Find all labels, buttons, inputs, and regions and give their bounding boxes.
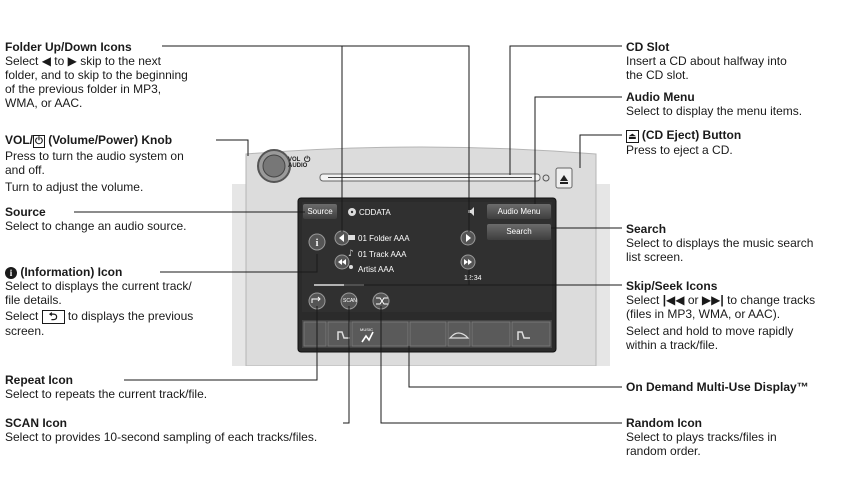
callout-info-title-row: i (Information) Icon <box>5 265 245 279</box>
folder-icon <box>348 235 355 240</box>
callout-cd-slot-line1: Insert a CD about halfway into <box>626 54 787 68</box>
back-arrow-icon: ⮌ <box>41 310 65 324</box>
note-icon: ♪ <box>348 249 354 259</box>
left-triangle-icon: ◀ <box>41 54 51 68</box>
artist-name: Artist AAA <box>358 265 395 274</box>
callout-skip-line1a: Select <box>626 293 660 307</box>
head-unit-illustration: i ♪ <box>232 144 610 367</box>
callout-info-line4: screen. <box>5 324 45 338</box>
callout-vol-title: VOL/⏻ (Volume/Power) Knob <box>5 133 245 149</box>
callout-info-title: (Information) Icon <box>17 265 123 279</box>
callout-source-title: Source <box>5 205 46 219</box>
callout-folder-title: Folder Up/Down Icons <box>5 40 132 54</box>
callout-info-line3a: Select <box>5 309 39 323</box>
head-unit-svg: i ♪ <box>232 146 610 367</box>
eject-icon: ⏏ <box>626 130 639 143</box>
callout-cd-slot-line2: the CD slot. <box>626 68 689 82</box>
audio-menu-button[interactable]: Audio Menu <box>487 204 551 219</box>
track-name: 01 Track AAA <box>358 250 407 259</box>
callout-skip-title: Skip/Seek Icons <box>626 279 718 293</box>
callout-skip-line1b: or <box>687 293 699 307</box>
callout-random-line1: Select to plays tracks/files in <box>626 430 777 444</box>
scan-label: SCAN <box>343 298 357 304</box>
callout-search-line2: list screen. <box>626 250 684 264</box>
soft-button-row <box>303 321 551 347</box>
svg-text:i: i <box>316 238 319 249</box>
callout-audio-menu-title: Audio Menu <box>626 90 695 104</box>
callout-audio-menu: Audio Menu Select to display the menu it… <box>626 90 856 118</box>
search-button[interactable]: Search <box>487 224 551 240</box>
callout-scan-line1: Select to provides 10-second sampling of… <box>5 430 318 444</box>
callout-search-title: Search <box>626 222 667 236</box>
callout-repeat: Repeat Icon Select to repeats the curren… <box>5 373 305 401</box>
elapsed-time: 12:34 <box>464 275 482 282</box>
callout-source-line1: Select to change an audio source. <box>5 219 187 233</box>
callout-random-line2: random order. <box>626 444 701 458</box>
callout-folder-line2: folder, and to skip to the beginning <box>5 68 188 82</box>
callout-cd-slot-title: CD Slot <box>626 40 670 54</box>
right-side-panel <box>596 184 610 366</box>
callout-folder-line1a: Select <box>5 54 39 68</box>
callout-skip-line1: Select |◀◀ or ▶▶| to change tracks <box>626 293 856 307</box>
callout-repeat-title: Repeat Icon <box>5 373 74 387</box>
callout-repeat-line1: Select to repeats the current track/file… <box>5 387 208 401</box>
callout-vol-line3: Turn to adjust the volume. <box>5 180 144 194</box>
callout-scan-title: SCAN Icon <box>5 416 68 430</box>
header-title: CDDATA <box>359 208 391 217</box>
skip-forward-glyph-icon: ▶▶| <box>701 293 724 307</box>
callout-skip-line4: within a track/file. <box>626 338 719 352</box>
skip-back-glyph-icon: |◀◀ <box>662 293 685 307</box>
callout-source: Source Select to change an audio source. <box>5 205 245 233</box>
folder-name: 01 Folder AAA <box>358 234 410 243</box>
power-symbol-icon: ⏻ <box>33 135 45 148</box>
callout-info-line1: Select to displays the current track/ <box>5 279 192 293</box>
callout-random-title: Random Icon <box>626 416 703 430</box>
callout-vol-line2: and off. <box>5 163 45 177</box>
callout-eject-title: (CD Eject) Button <box>638 128 742 142</box>
info-icon <box>308 233 326 251</box>
callout-vol-title-a: VOL/ <box>5 133 34 147</box>
callout-folder-line4: WMA, or AAC. <box>5 96 83 110</box>
callout-skip-line1c: to change tracks <box>727 293 816 307</box>
repeat-icon <box>308 292 326 310</box>
speaker-icon <box>468 207 474 216</box>
source-button[interactable]: Source <box>303 204 337 219</box>
callout-eject-title-row: ⏏ (CD Eject) Button <box>626 128 856 143</box>
right-triangle-icon: ▶ <box>67 54 77 68</box>
callout-cd-slot: CD Slot Insert a CD about halfway into t… <box>626 40 856 82</box>
callout-on-demand-title: On Demand Multi-Use Display™ <box>626 380 809 394</box>
callout-audio-menu-line1: Select to display the menu items. <box>626 104 803 118</box>
random-icon <box>372 292 390 310</box>
callout-vol-title-b: (Volume/Power) Knob <box>44 133 173 147</box>
callout-info-line3: Select ⮌ to displays the previous <box>5 309 245 324</box>
power-icon: ⏻ <box>304 155 311 164</box>
callout-vol: VOL/⏻ (Volume/Power) Knob Press to turn … <box>5 133 245 194</box>
callout-search-line1: Select to displays the music search <box>626 236 814 250</box>
music-label: MUSIC <box>360 327 373 332</box>
callout-skip-line2: (files in MP3, WMA, or AAC). <box>626 307 781 321</box>
callout-scan: SCAN Icon Select to provides 10-second s… <box>5 416 365 444</box>
callout-skip: Skip/Seek Icons Select |◀◀ or ▶▶| to cha… <box>626 279 856 352</box>
music-softkey-icon <box>361 331 374 343</box>
callout-on-demand: On Demand Multi-Use Display™ <box>626 380 856 394</box>
callout-eject: ⏏ (CD Eject) Button Press to eject a CD. <box>626 128 856 157</box>
callout-eject-line1: Press to eject a CD. <box>626 143 733 157</box>
callout-info-line3b: to displays the previous <box>67 309 194 323</box>
callout-folder-line1: Select ◀ to ▶ skip to the next <box>5 54 245 68</box>
callout-info: i (Information) Icon Select to displays … <box>5 265 245 338</box>
artist-icon <box>349 265 353 269</box>
callout-folder-line3: of the previous folder in MP3, <box>5 82 162 96</box>
callout-random: Random Icon Select to plays tracks/files… <box>626 416 856 458</box>
callout-vol-line1: Press to turn the audio system on <box>5 149 184 163</box>
callout-folder-line1c: skip to the next <box>80 54 161 68</box>
callout-info-line2: file details. <box>5 293 62 307</box>
callout-search: Search Select to displays the music sear… <box>626 222 856 264</box>
callout-skip-line3: Select and hold to move rapidly <box>626 324 794 338</box>
callout-folder: Folder Up/Down Icons Select ◀ to ▶ skip … <box>5 40 245 110</box>
info-circle-icon: i <box>5 267 17 279</box>
callout-folder-line1b: to <box>54 54 65 68</box>
